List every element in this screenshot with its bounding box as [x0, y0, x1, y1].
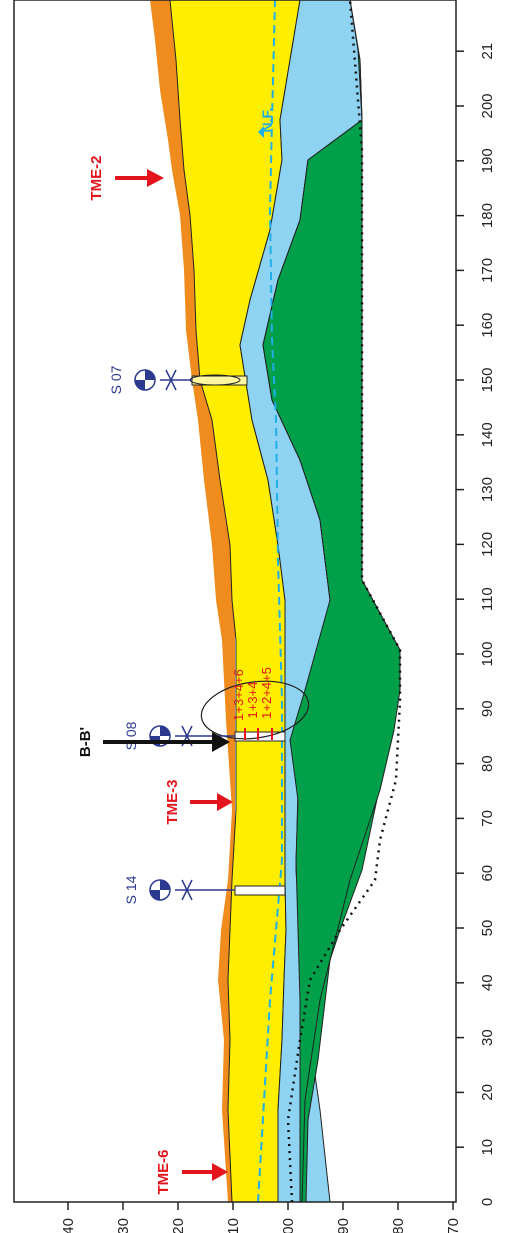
- x-tick-label: 30: [479, 1029, 496, 1046]
- s14-label: S 14: [123, 875, 139, 904]
- connection-label-1: 1+3+4+6: [231, 669, 246, 721]
- y-tick-label: 140: [60, 1218, 77, 1233]
- plot-area: N.F. 1+3+4+6 1+3+4 1+2+4+5 S 14 S: [13, 0, 496, 1233]
- connection-label-3: 1+2+4+5: [259, 667, 274, 719]
- y-tick-label: 70: [445, 1218, 462, 1233]
- x-tick-label: 21: [479, 43, 496, 60]
- x-axis-ticks: 0 10 20 30 40 50 60 70 80 90 100 110 120 130 140 150 160…: [456, 43, 496, 1206]
- x-tick-label: 140: [479, 422, 496, 447]
- y-tick-label: 110: [225, 1218, 242, 1233]
- x-tick-label: 130: [479, 477, 496, 502]
- tme2-marker: TME-2: [88, 156, 164, 201]
- y-tick-label: 100: [280, 1218, 297, 1233]
- x-tick-label: 80: [479, 755, 496, 772]
- dotted-base-line: [286, 0, 402, 1203]
- tme3-label: TME-3: [164, 780, 181, 825]
- s08-label: S 08: [123, 721, 139, 750]
- tme6-label: TME-6: [155, 1150, 172, 1195]
- x-tick-label: 60: [479, 865, 496, 882]
- x-tick-label: 0: [479, 1198, 496, 1206]
- plot-border: [13, 0, 457, 1203]
- bb-label: B-B': [77, 727, 94, 757]
- x-tick-label: 200: [479, 93, 496, 118]
- x-tick-label: 180: [479, 203, 496, 228]
- x-tick-label: 40: [479, 974, 496, 991]
- borehole-symbol-s07: S 07: [108, 365, 192, 394]
- s07-depth-marker: [160, 369, 192, 391]
- x-tick-label: 50: [479, 920, 496, 937]
- x-tick-label: 110: [479, 587, 496, 611]
- bb-marker: B-B': [77, 727, 230, 757]
- y-axis-ticks: 140 130 120 110 100 90 80 70: [60, 1202, 462, 1233]
- x-tick-label: 100: [479, 641, 496, 666]
- water-table-label: N.F.: [259, 108, 275, 133]
- tme3-marker: TME-3: [164, 780, 233, 825]
- x-tick-label: 20: [479, 1084, 496, 1101]
- s14-depth-marker: [175, 879, 235, 901]
- s07-label: S 07: [108, 365, 124, 394]
- x-tick-label: 90: [479, 700, 496, 717]
- connection-ticks: [244, 728, 273, 740]
- water-table-marker-icon: [258, 126, 264, 138]
- borehole-symbol-s14: S 14: [123, 875, 235, 904]
- y-tick-label: 80: [390, 1218, 407, 1233]
- x-tick-label: 190: [479, 148, 496, 173]
- x-tick-label: 170: [479, 258, 496, 283]
- x-tick-label: 70: [479, 810, 496, 827]
- x-tick-label: 160: [479, 313, 496, 338]
- x-tick-label: 150: [479, 367, 496, 392]
- x-tick-label: 120: [479, 532, 496, 557]
- tme2-label: TME-2: [88, 156, 105, 201]
- y-tick-label: 120: [170, 1218, 187, 1233]
- x-tick-label: 10: [479, 1139, 496, 1156]
- tme6-marker: TME-6: [155, 1150, 228, 1195]
- borehole-s14: [234, 885, 286, 896]
- connection-label-2: 1+3+4: [245, 682, 260, 719]
- y-tick-label: 90: [335, 1218, 352, 1233]
- y-tick-label: 130: [115, 1218, 132, 1233]
